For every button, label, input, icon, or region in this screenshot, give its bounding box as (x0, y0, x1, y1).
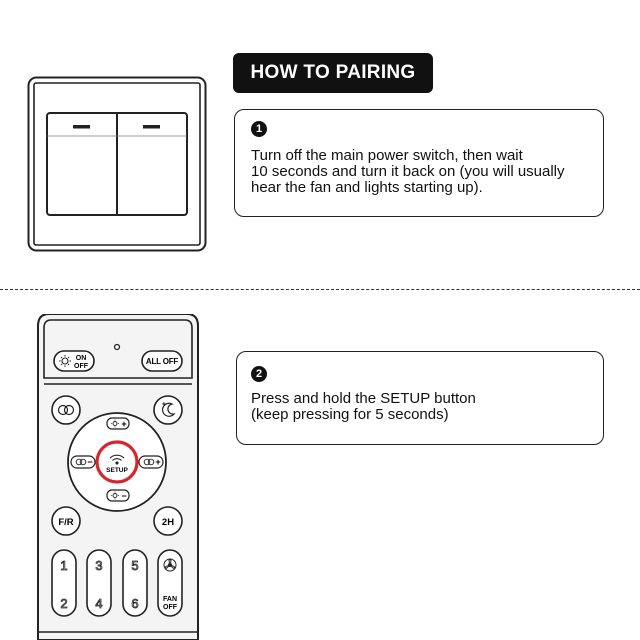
brightness-down-button[interactable]: − (106, 489, 130, 502)
speed-3-label: 3 (95, 558, 102, 573)
svg-text:−: − (121, 491, 126, 501)
speed-1-label: 1 (60, 558, 67, 573)
light-on-off-button[interactable] (53, 350, 95, 372)
speed-button-3-4[interactable] (86, 549, 112, 617)
fan-icon (163, 558, 177, 572)
setup-button[interactable]: SETUP (106, 454, 128, 474)
star-icon (162, 402, 166, 406)
color-temp-icon (57, 404, 75, 416)
timer-2h-label: 2H (162, 517, 174, 528)
fan-off-label: OFF (163, 604, 178, 611)
all-off-button[interactable] (141, 350, 183, 372)
color-temp-up-button[interactable]: + (138, 455, 164, 469)
all-off-label: ALL OFF (146, 357, 179, 366)
sun-icon (59, 355, 71, 367)
setup-label: SETUP (106, 467, 128, 474)
fan-reverse-label: F/R (58, 517, 73, 528)
color-temp-down-button[interactable]: − (70, 455, 96, 469)
speed-2-label: 2 (60, 596, 67, 611)
step-card-2: 2 Press and hold the SETUP button (keep … (236, 351, 604, 445)
fan-reverse-button[interactable] (51, 506, 81, 536)
speed-button-5-6[interactable] (122, 549, 148, 617)
speed-5-label: 5 (131, 558, 138, 573)
moon-icon (161, 402, 176, 417)
brightness-up-button[interactable]: + (106, 417, 130, 430)
step-text-1: Turn off the main power switch, then wai… (251, 147, 565, 196)
speed-4-label: 4 (95, 596, 102, 611)
speed-6-label: 6 (131, 596, 138, 611)
timer-2h-button[interactable] (153, 506, 183, 536)
light-off-label: OFF (74, 363, 89, 370)
step-number-1: 1 (251, 121, 267, 137)
step-card-1: 1 Turn off the main power switch, then w… (234, 109, 604, 217)
svg-text:+: + (155, 457, 160, 467)
speed-button-1-2[interactable] (51, 549, 77, 617)
wifi-icon (109, 454, 125, 465)
light-on-label: ON (76, 355, 87, 362)
step-number-2: 2 (251, 366, 267, 382)
fan-label: FAN (163, 596, 177, 603)
page-title: HOW TO PAIRING (233, 53, 433, 93)
section-divider (0, 289, 640, 290)
remote-control-icon: ON OFF ALL OFF + − − (37, 314, 199, 640)
svg-text:−: − (87, 457, 92, 467)
color-temp-button[interactable] (51, 395, 81, 425)
step-text-2: Press and hold the SETUP button (keep pr… (251, 390, 476, 423)
wall-switch-icon (27, 76, 207, 252)
svg-text:+: + (121, 419, 126, 429)
